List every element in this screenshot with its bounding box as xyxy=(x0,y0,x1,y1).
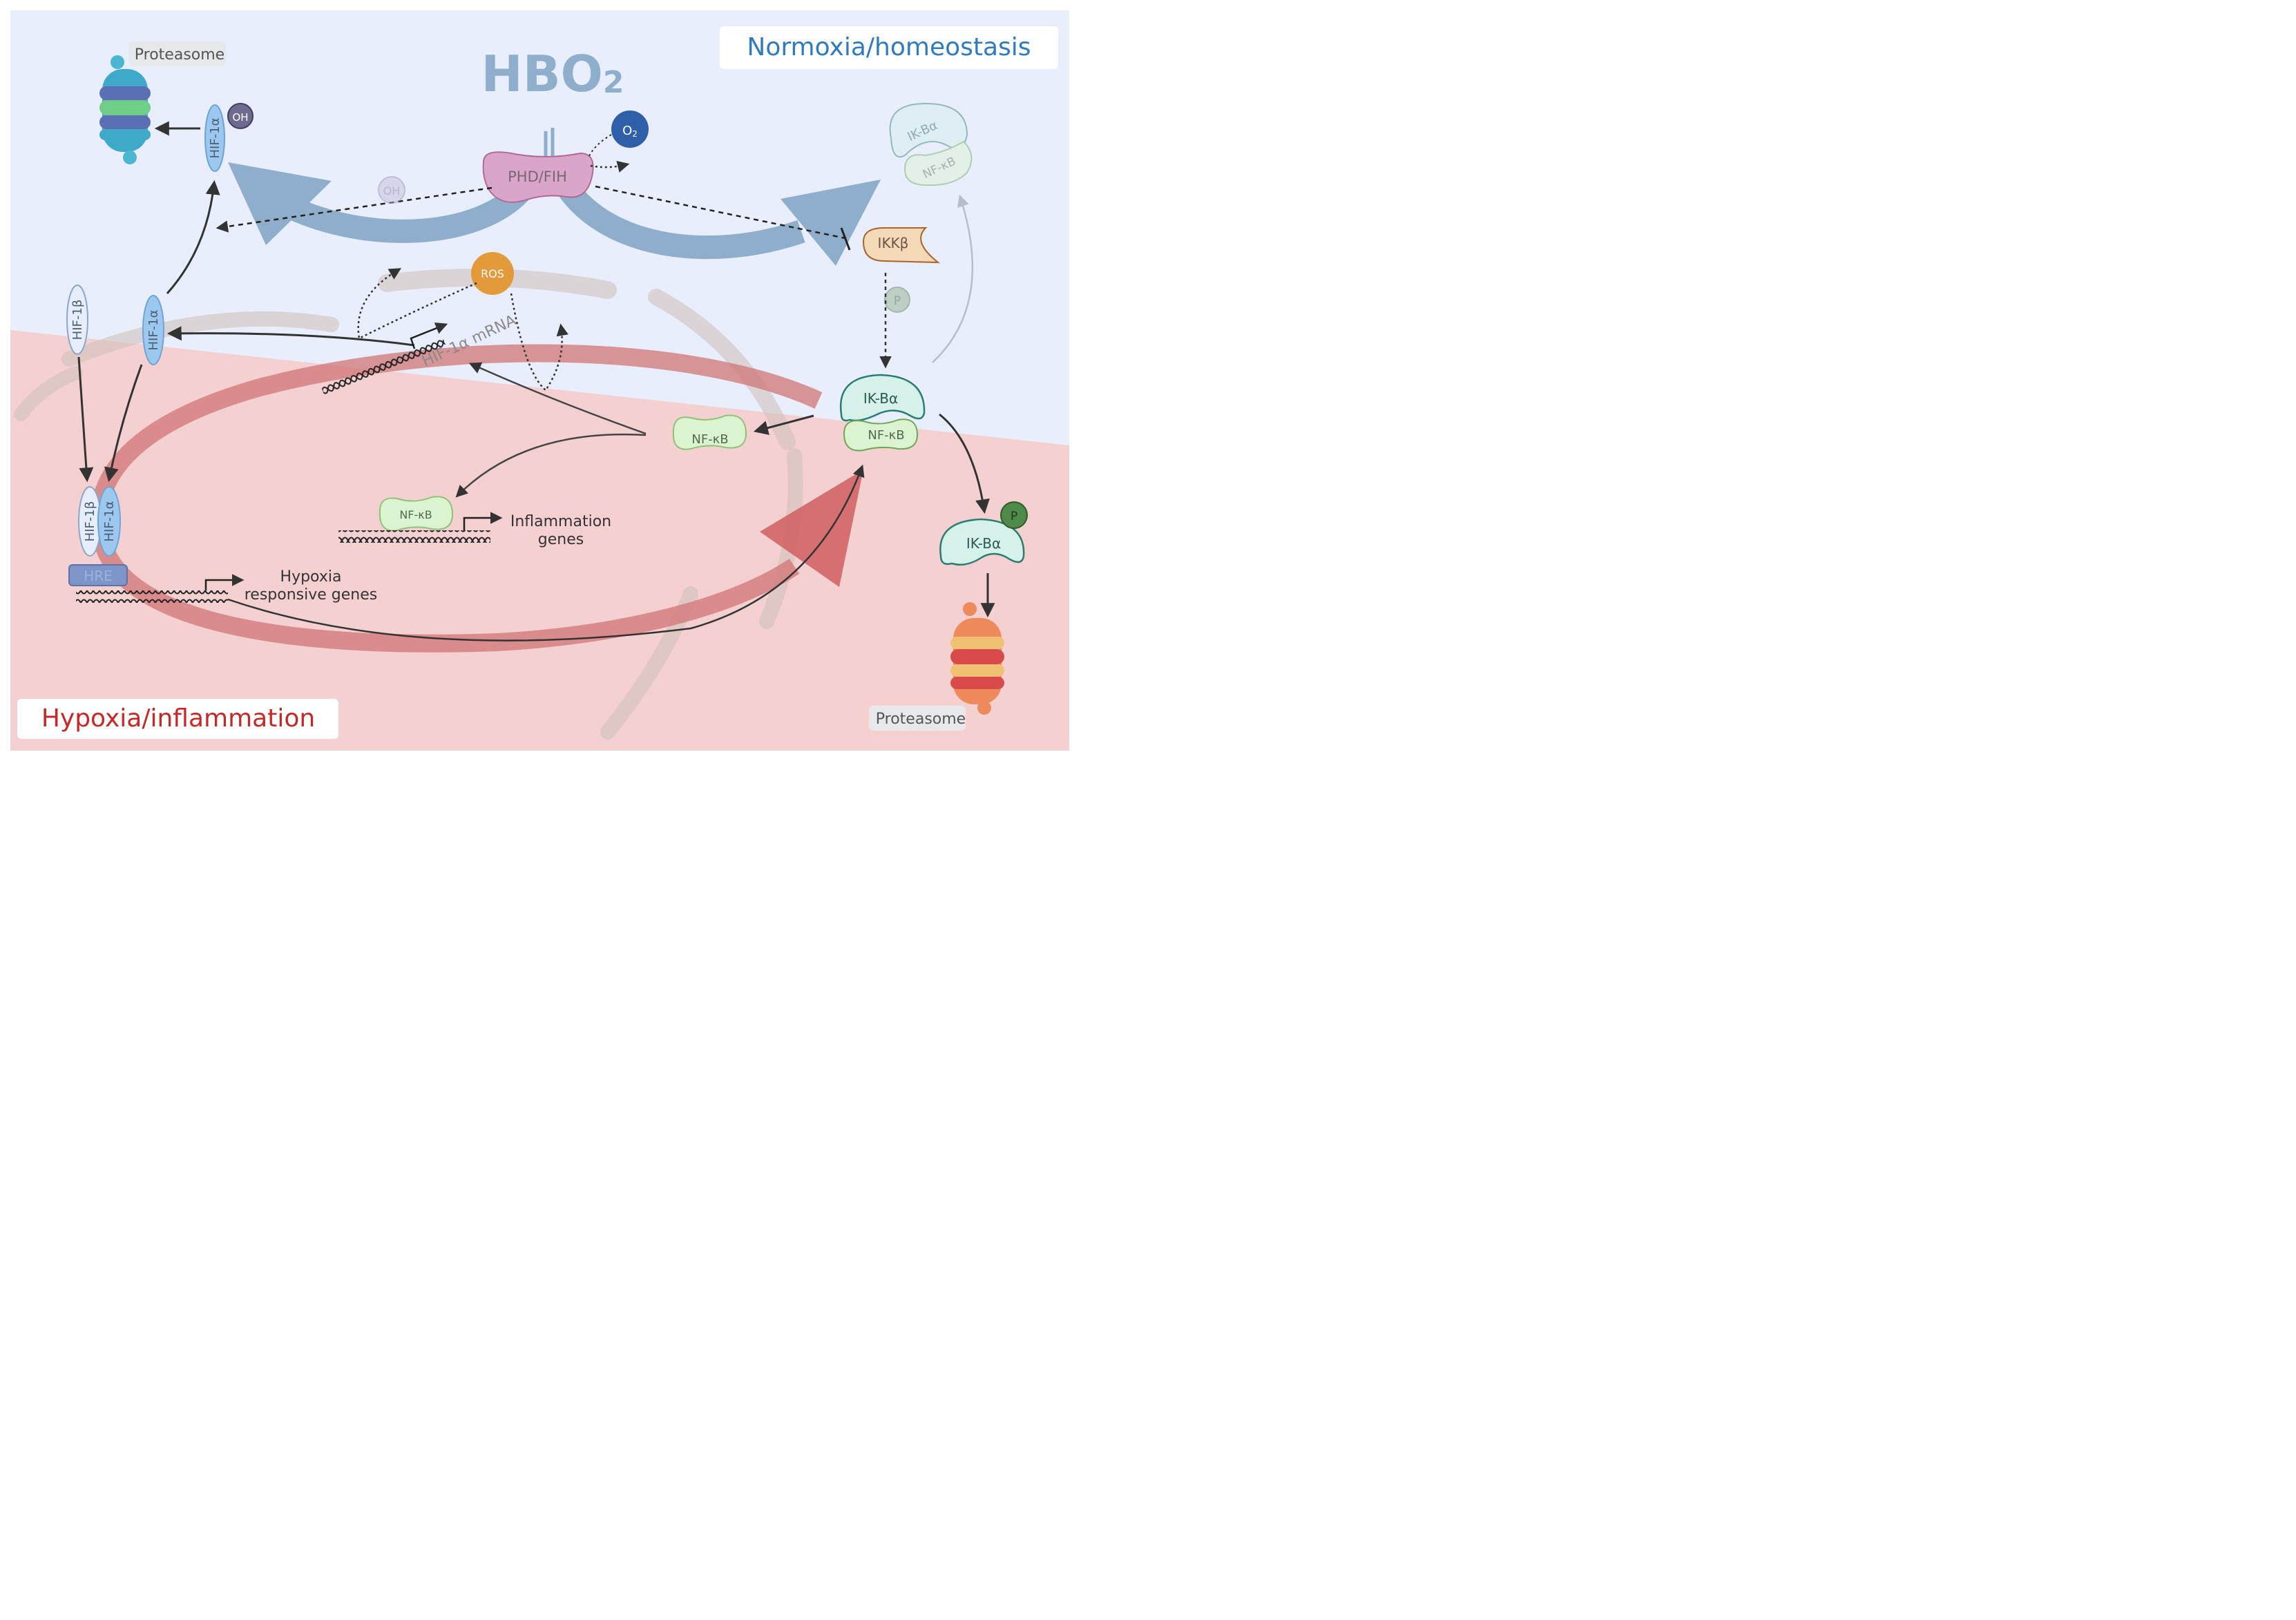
hif-dimer: HIF-1β HIF-1α xyxy=(78,486,121,557)
proteasome-bottom-icon xyxy=(950,602,1004,715)
dna-inflammation xyxy=(338,512,503,543)
hif-to-hydroxylated-arrow xyxy=(166,180,220,294)
mrna-promoter-arrow xyxy=(410,322,448,349)
oxygen-molecule: O2 xyxy=(611,110,649,148)
proteasome-top: Proteasome xyxy=(99,41,226,164)
phosphate-faded: P xyxy=(884,287,910,313)
nfkb-free-label: NF-κB xyxy=(691,432,728,447)
proteasome-bottom-label: Proteasome xyxy=(876,711,966,728)
proteasome-top-label: Proteasome xyxy=(135,46,224,64)
inflammation-genes-label-2: genes xyxy=(538,531,584,548)
ikba-phospho-label: IK-Bα xyxy=(966,535,1001,552)
dna-hypoxia xyxy=(76,574,245,603)
svg-text:P: P xyxy=(894,294,901,308)
normoxia-label: Normoxia/homeostasis xyxy=(747,33,1031,61)
ros-molecule: ROS xyxy=(471,252,514,295)
hre-label: HRE xyxy=(84,568,113,584)
complex-to-nfkb-arrow xyxy=(753,414,814,435)
ikba-phosphorylated: IK-Bα P xyxy=(939,501,1028,566)
hypoxia-background xyxy=(10,330,1069,751)
hbo2-title: HBO2 xyxy=(481,45,624,103)
hbo2-subscript: 2 xyxy=(603,65,624,100)
complex-to-faded-arrow xyxy=(932,194,974,363)
nfkb-free: NF-κB xyxy=(672,414,747,450)
phosphate-label: P xyxy=(1011,510,1017,523)
hydroxyl-top-label: OH xyxy=(232,111,248,124)
hif1b-to-dimer-arrow xyxy=(77,356,94,483)
hypoxia-genes-label-2: responsive genes xyxy=(245,586,378,604)
ikkb-inhibition-bar xyxy=(840,227,851,251)
hif1a-stabilized: HIF-1α xyxy=(142,295,164,365)
normoxia-label-box: Normoxia/homeostasis xyxy=(720,26,1058,69)
proteasome-bottom: Proteasome xyxy=(869,602,1004,731)
ikba-complex-label: IK-Bα xyxy=(863,390,898,407)
hif1a-to-dimer-arrow xyxy=(104,364,143,483)
svg-text:OH: OH xyxy=(383,184,401,197)
hbo2-signaling-diagram: Normoxia/homeostasis Hypoxia/inflammatio… xyxy=(10,10,1069,751)
inflammation-promoter-arrow xyxy=(463,512,503,530)
hypoxia-promoter-arrow xyxy=(204,574,245,590)
nfkb-bound-dna: NF-κB xyxy=(379,496,454,532)
hbo2-text: HBO xyxy=(481,45,603,103)
hif1b-left-label: HIF-1β xyxy=(70,300,85,340)
ros-to-nfkb-dotted xyxy=(510,293,568,392)
hif1a-top-label: HIF-1α xyxy=(208,117,222,158)
oxygen-label: O2 xyxy=(622,124,638,139)
inflammation-genes-label-1: Inflammation xyxy=(510,513,611,530)
hypoxia-label: Hypoxia/inflammation xyxy=(41,704,315,733)
blue-arrowhead-right xyxy=(781,180,881,266)
phd-to-hif-dashed-arrow xyxy=(216,186,492,233)
dna-hif1a-mrna xyxy=(320,336,447,397)
nfkb-to-mrna-arrow xyxy=(468,362,647,435)
phd-fih-enzyme: PHD/FIH xyxy=(482,151,594,203)
oxygen-to-phd-dotted xyxy=(588,134,612,158)
hif1b-dimer-label: HIF-1β xyxy=(83,501,97,542)
hif1b-free: HIF-1β xyxy=(66,285,88,355)
hypoxia-label-box: Hypoxia/inflammation xyxy=(17,699,338,739)
nfkb-dna-label: NF-κB xyxy=(399,508,432,521)
proteasome-top-icon xyxy=(99,55,151,164)
hre-element: HRE xyxy=(68,564,128,586)
hydroxyl-faded: OH xyxy=(378,176,405,204)
ikba-nfkb-complex-faded: IK-Bα NF-κB xyxy=(889,102,973,186)
hypoxia-genes-label-1: Hypoxia xyxy=(280,568,342,586)
ros-label: ROS xyxy=(481,267,504,280)
complex-to-degradation-arrow xyxy=(939,413,990,514)
hif1a-middle-label: HIF-1α xyxy=(146,309,161,350)
ikkb-label: IKKβ xyxy=(878,235,909,251)
hif1a-hydroxylated: HIF-1α OH xyxy=(204,103,253,172)
mrna-to-hif1a-arrow xyxy=(166,326,415,347)
ikkb-kinase: IKKβ xyxy=(862,227,940,264)
nfkb-to-inflammation-arrow xyxy=(455,433,647,498)
hbo2-blue-arrows xyxy=(228,128,881,266)
nfkb-complex-label: NF-κB xyxy=(868,428,904,443)
hypoxia-genes-to-complex-arrow xyxy=(227,464,865,642)
ikba-nfkb-complex: IK-Bα NF-κB xyxy=(839,374,926,452)
phd-inhibits-ikkb-dashed xyxy=(595,185,846,240)
phd-fih-label: PHD/FIH xyxy=(508,168,567,185)
blue-arrowhead-left xyxy=(228,162,332,245)
hif1a-dimer-label: HIF-1α xyxy=(102,501,117,541)
